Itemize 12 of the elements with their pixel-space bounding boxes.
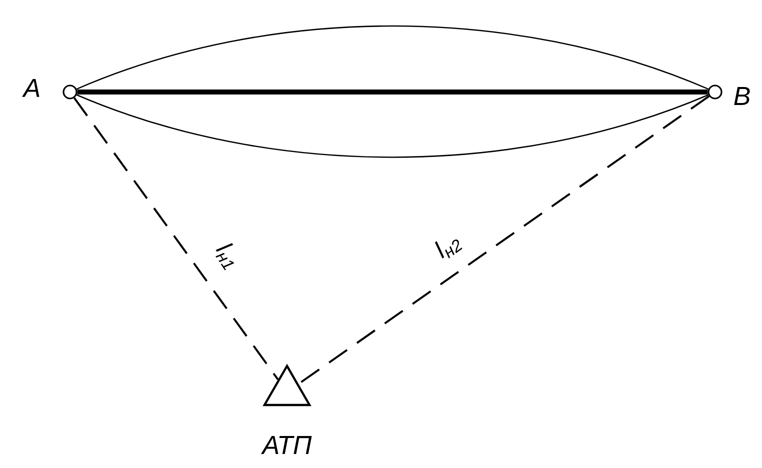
edge-label: l$_{н1}$ <box>211 238 245 274</box>
point-label: B <box>734 87 750 105</box>
point-circle <box>708 84 722 100</box>
point-label: A <box>22 79 40 97</box>
connecting-line <box>298 95 710 385</box>
connecting-line <box>77 90 708 94</box>
connecting-line <box>76 94 709 158</box>
connecting-line <box>73 97 279 380</box>
edge-label: l$_{н2}$ <box>430 228 466 264</box>
connecting-line <box>76 25 709 90</box>
point-label: АТП <box>261 436 312 454</box>
point-circle <box>62 84 78 100</box>
